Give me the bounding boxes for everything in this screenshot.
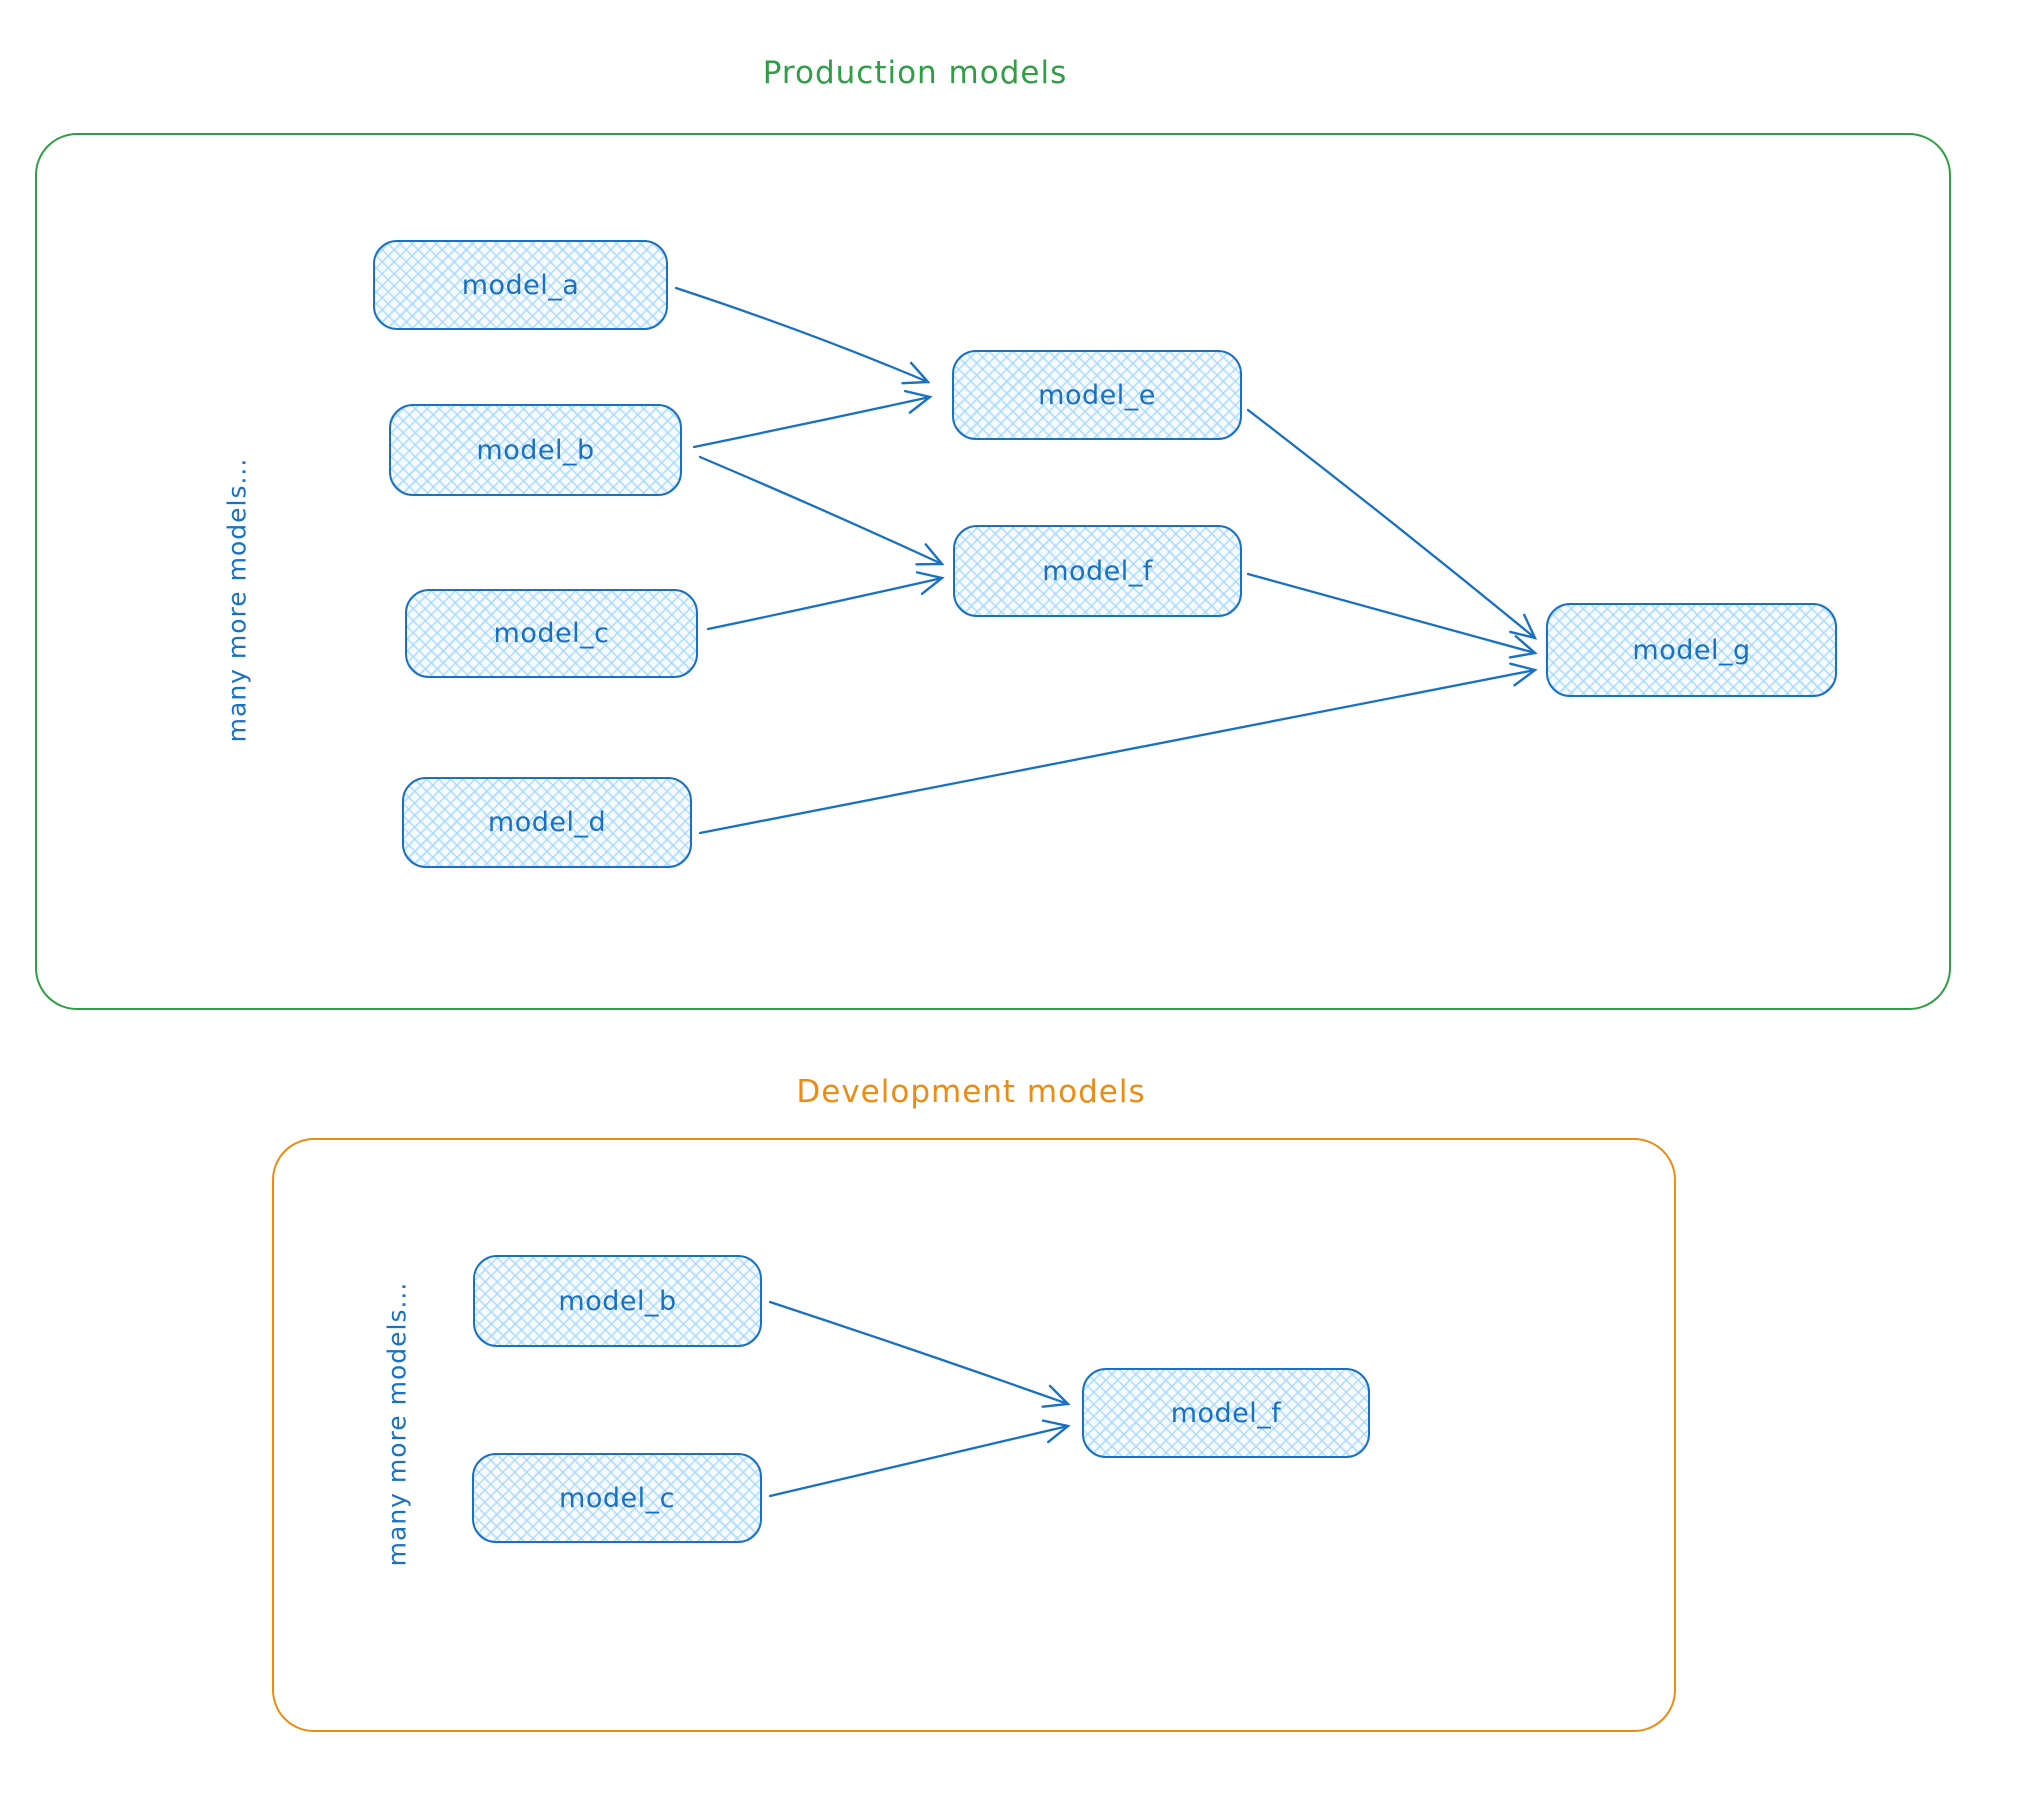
node-model-e[interactable]: model_e — [952, 350, 1242, 440]
node-model-g[interactable]: model_g — [1546, 603, 1837, 697]
production-side-note[interactable]: many more models... — [222, 457, 252, 743]
node-dev-model-f-label: model_f — [1170, 1397, 1282, 1429]
arrow-dev-model-b-to-model-f[interactable] — [768, 1300, 1071, 1408]
node-model-c[interactable]: model_c — [405, 589, 698, 678]
arrow-model-b-to-model-f[interactable] — [698, 455, 945, 566]
arrow-model-a-to-model-e[interactable] — [674, 286, 931, 385]
node-model-a[interactable]: model_a — [373, 240, 668, 330]
node-model-c-label: model_c — [493, 618, 610, 649]
arrow-model-b-to-model-e[interactable] — [692, 389, 933, 449]
development-side-note[interactable]: many more models... — [382, 1281, 412, 1567]
node-model-d[interactable]: model_d — [402, 777, 692, 868]
node-dev-model-b[interactable]: model_b — [473, 1255, 762, 1347]
node-dev-model-b-label: model_b — [558, 1285, 677, 1317]
node-model-f[interactable]: model_f — [953, 525, 1242, 617]
production-section-frame[interactable] — [35, 133, 1951, 1010]
node-model-e-label: model_e — [1038, 379, 1156, 411]
development-section-title[interactable]: Development models — [796, 1074, 1146, 1110]
node-model-b-label: model_b — [476, 434, 595, 466]
arrow-dev-model-c-to-model-f[interactable] — [768, 1419, 1071, 1498]
arrow-model-f-to-model-g[interactable] — [1246, 572, 1538, 659]
node-dev-model-c[interactable]: model_c — [472, 1453, 762, 1543]
node-model-g-label: model_g — [1632, 634, 1751, 666]
node-model-d-label: model_d — [487, 807, 607, 838]
arrow-model-c-to-model-f[interactable] — [706, 571, 945, 631]
node-dev-model-f[interactable]: model_f — [1082, 1368, 1370, 1458]
production-section-title[interactable]: Production models — [762, 55, 1068, 91]
arrow-model-e-to-model-g[interactable] — [1246, 408, 1538, 640]
node-model-f-label: model_f — [1042, 555, 1153, 587]
node-dev-model-c-label: model_c — [559, 1482, 675, 1514]
arrow-model-d-to-model-g[interactable] — [698, 662, 1538, 835]
node-model-a-label: model_a — [461, 269, 580, 301]
development-section-frame[interactable] — [272, 1138, 1676, 1732]
node-model-b[interactable]: model_b — [389, 404, 682, 496]
